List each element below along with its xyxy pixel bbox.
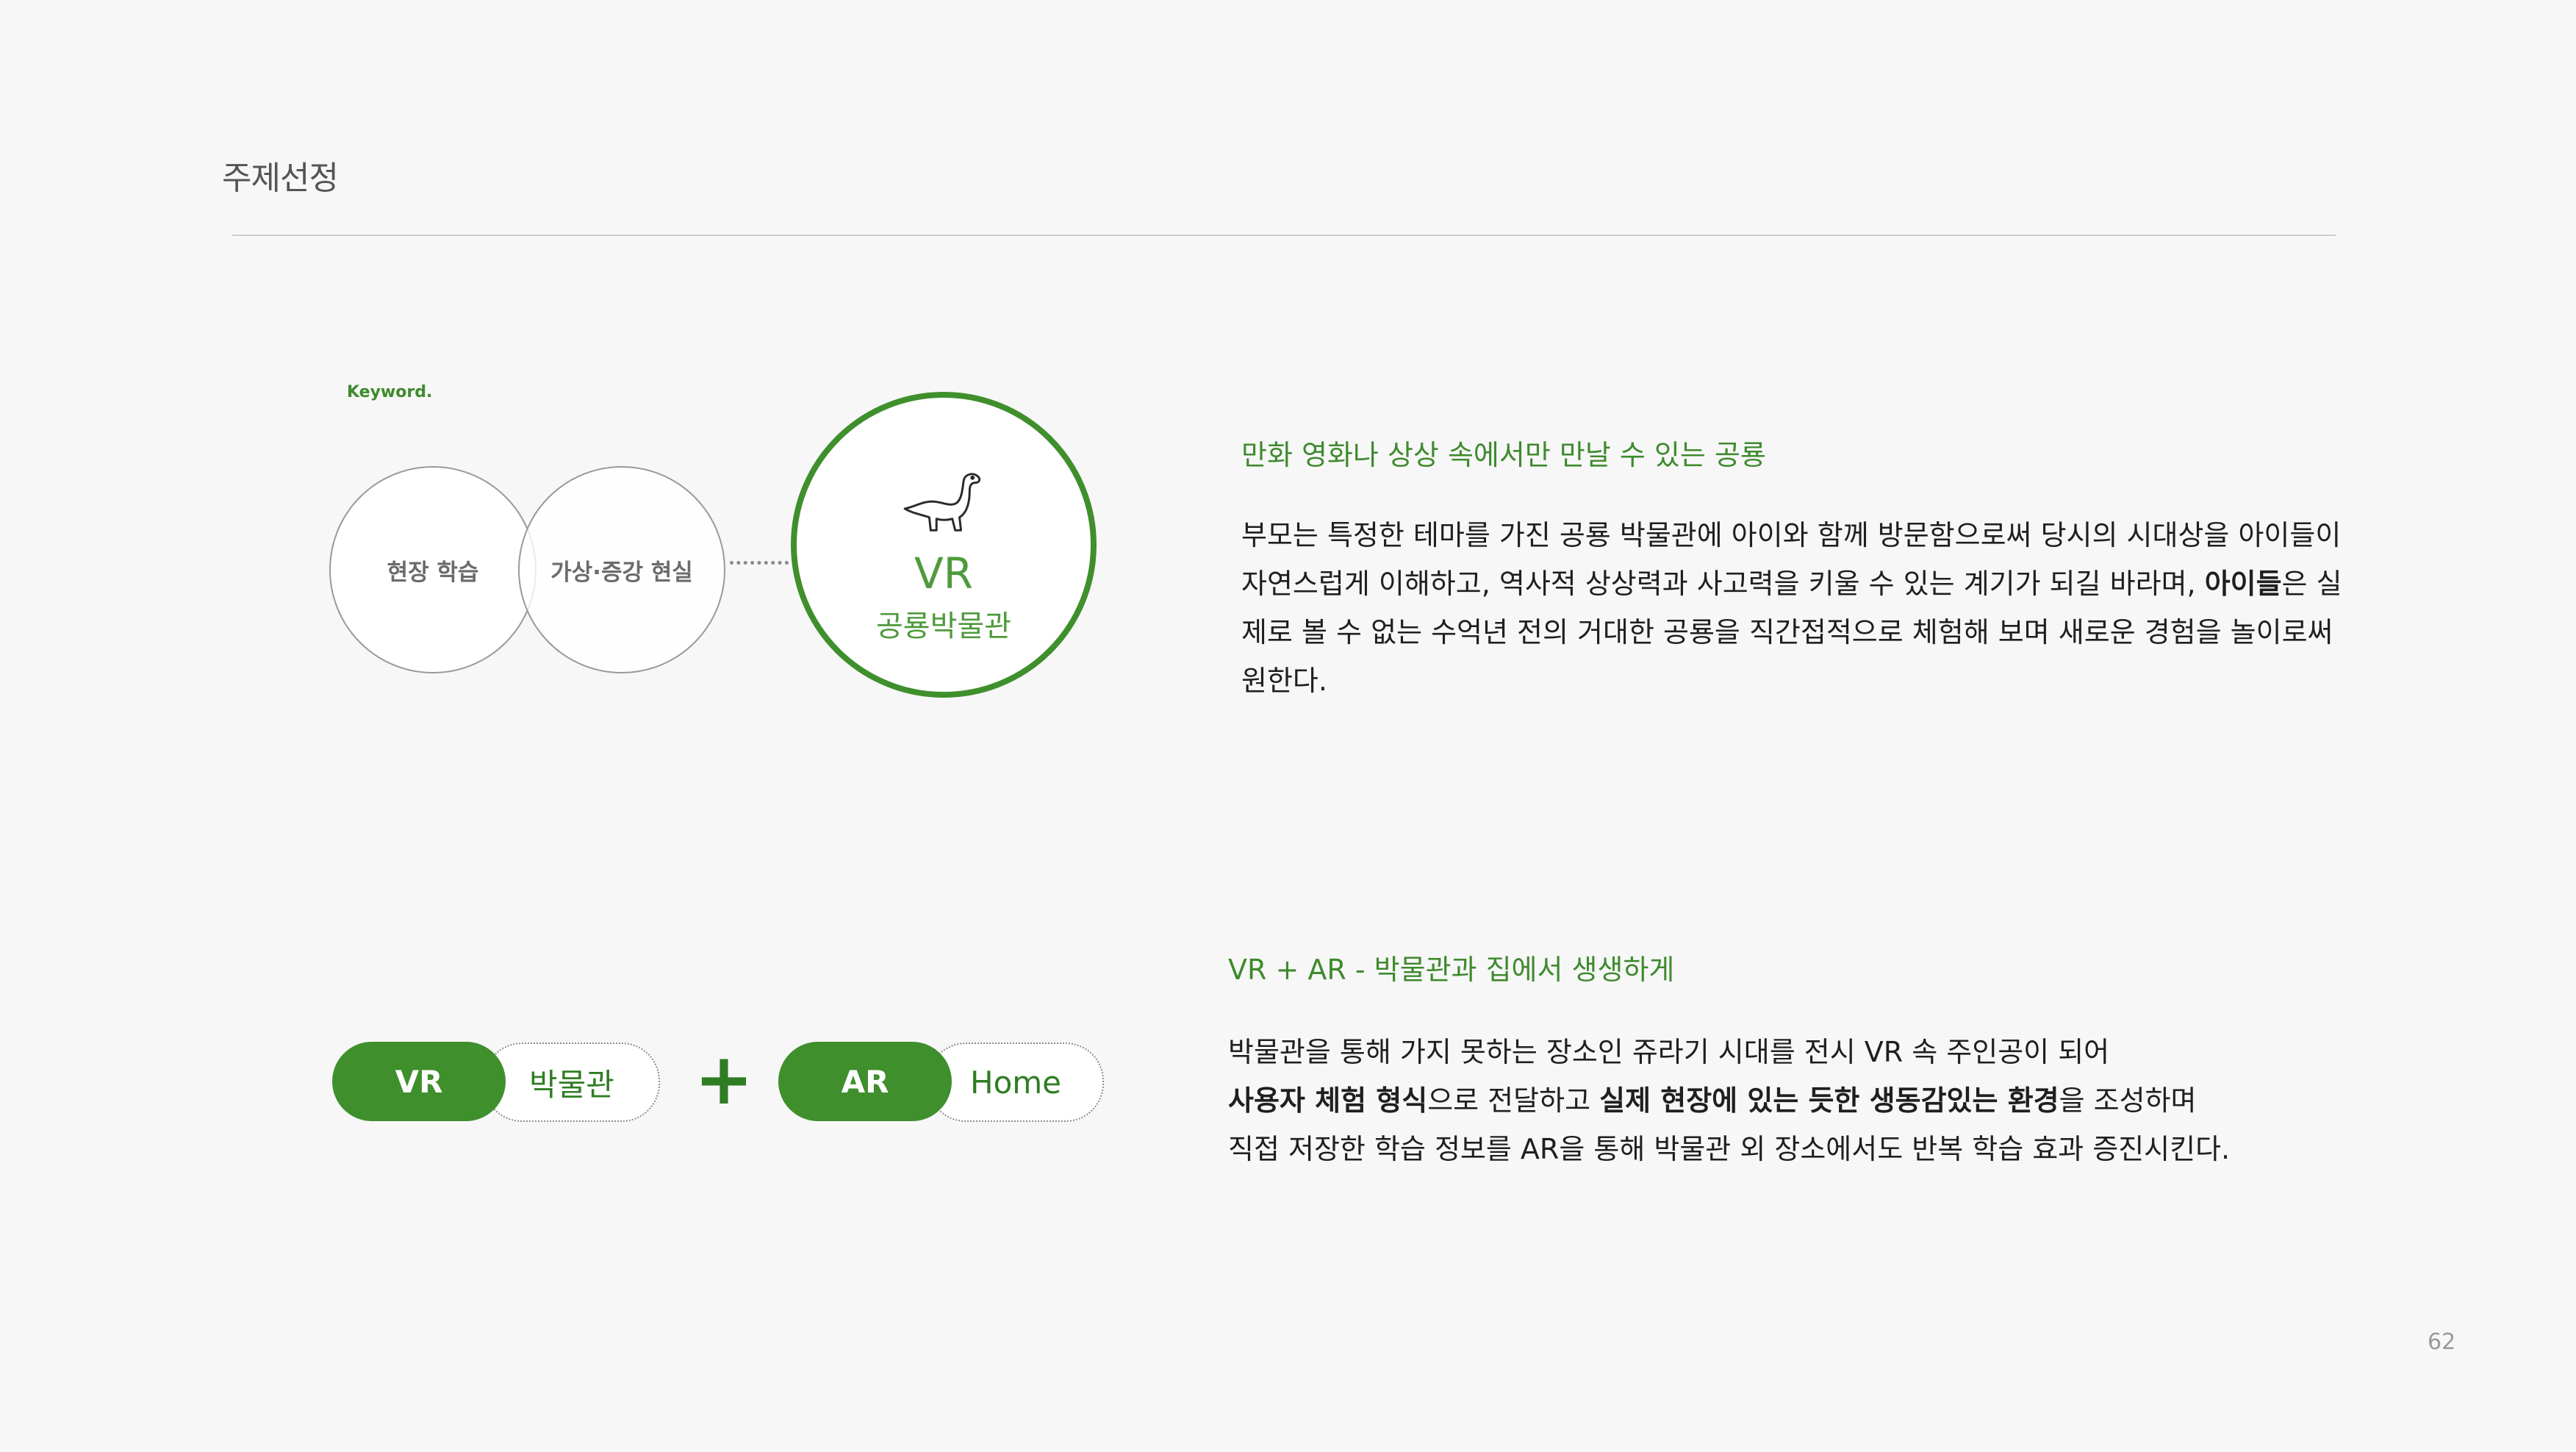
keyword-label: Keyword. (347, 383, 433, 401)
keyword-circle-label: 현장 학습 (387, 559, 479, 586)
dotted-connector (730, 561, 789, 565)
section2-mid: 으로 전달하고 (1427, 1084, 1600, 1117)
main-circle-subtitle: 공룡박물관 (876, 609, 1011, 643)
section2-bold1: 사용자 체험 형식 (1228, 1084, 1428, 1117)
section1-heading: 만화 영화나 상상 속에서만 만날 수 있는 공룡 (1241, 439, 1766, 471)
page-number: 62 (2428, 1329, 2456, 1355)
museum-pill: 박물관 (484, 1042, 660, 1122)
section2-end: 을 조성하며 (2059, 1084, 2197, 1117)
vr-pill: VR (332, 1042, 506, 1121)
museum-pill-label: 박물관 (529, 1066, 614, 1103)
keyword-circle-field-study: 현장 학습 (329, 466, 537, 673)
page-title: 주제선정 (222, 160, 339, 197)
ar-pill-label: AR (841, 1063, 889, 1100)
keyword-circle-vr-ar: 가상·증강 현실 (518, 466, 725, 673)
dinosaur-icon (903, 473, 981, 532)
section2-line2: 사용자 체험 형식으로 전달하고 실제 현장에 있는 듯한 생동감있는 환경을 … (1228, 1076, 2404, 1125)
section1-body: 부모는 특정한 테마를 가진 공룡 박물관에 아이와 함께 방문함으로써 당시의… (1241, 511, 2344, 705)
section2-body: 박물관을 통해 가지 못하는 장소인 쥬라기 시대를 전시 VR 속 주인공이 … (1228, 1028, 2404, 1173)
keyword-circle-label: 가상·증강 현실 (550, 559, 693, 586)
section2-line3: 직접 저장한 학습 정보를 AR을 통해 박물관 외 장소에서도 반복 학습 효… (1228, 1133, 2231, 1165)
section1-body-bold: 아이들 (2204, 568, 2282, 600)
main-circle-title: VR (914, 548, 973, 598)
section1-body-text: 부모는 특정한 테마를 가진 공룡 박물관에 아이와 함께 방문함으로써 당시의… (1241, 519, 2342, 600)
section1-body-text-end: 은 실제로 볼 수 없는 수억년 전의 거대한 공룡을 직간접적으로 체험해 보… (1241, 568, 2342, 697)
vr-pill-label: VR (395, 1063, 443, 1100)
section2-line1: 박물관을 통해 가지 못하는 장소인 쥬라기 시대를 전시 VR 속 주인공이 … (1228, 1036, 2110, 1068)
keyword-main-circle: VR 공룡박물관 (791, 392, 1097, 698)
section2-bold2: 실제 현장에 있는 듯한 생동감있는 환경 (1599, 1084, 2059, 1117)
home-pill: Home (928, 1042, 1104, 1122)
plus-icon: + (694, 1038, 754, 1120)
header-divider (232, 235, 2336, 236)
ar-pill: AR (778, 1042, 952, 1121)
section2-heading: VR + AR - 박물관과 집에서 생생하게 (1228, 954, 1675, 986)
home-pill-label: Home (969, 1064, 1062, 1101)
